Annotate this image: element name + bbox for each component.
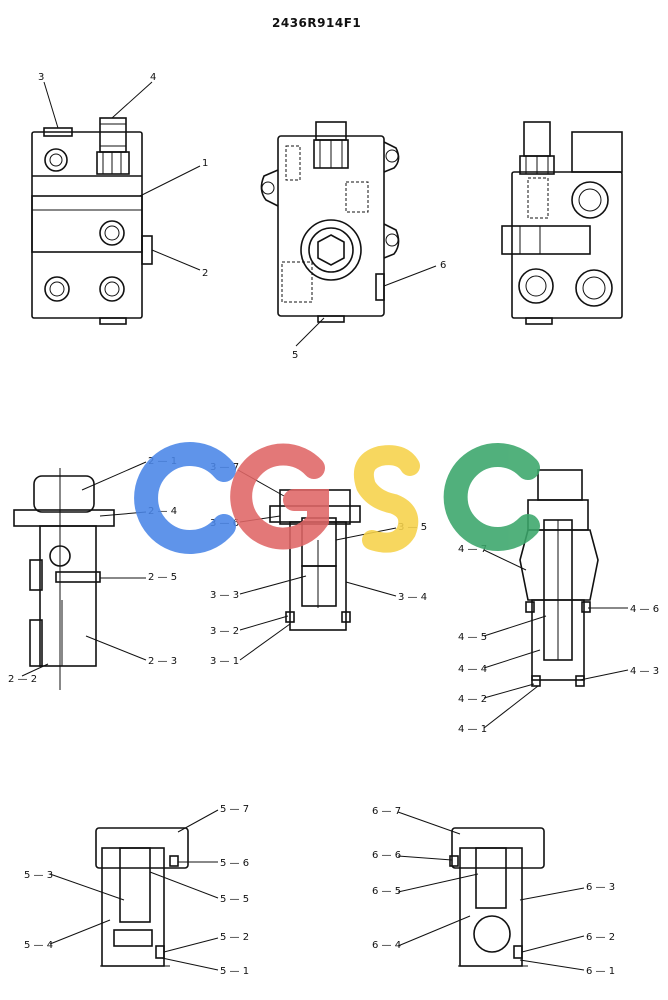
callout-5-2: 5 — 2 xyxy=(220,932,249,943)
valve-front-view xyxy=(31,117,153,325)
callout-6-5: 6 — 5 xyxy=(372,886,401,897)
callout-3-4: 3 — 4 xyxy=(398,592,427,603)
section-item-2 xyxy=(13,468,115,690)
callout-2-4: 2 — 4 xyxy=(148,506,177,517)
callout-4-4: 4 — 4 xyxy=(458,664,487,675)
callout-4: 4 xyxy=(150,72,156,83)
callout-4-6: 4 — 6 xyxy=(630,604,659,615)
callout-1: 1 xyxy=(202,158,208,169)
figure-id: 2436R914F1 xyxy=(272,16,361,30)
watermark-letter-g xyxy=(230,443,329,550)
callout-2-2: 2 — 2 xyxy=(8,674,37,685)
callout-3-3: 3 — 3 xyxy=(210,590,239,601)
valve-side-view xyxy=(501,121,623,325)
callout-6-7: 6 — 7 xyxy=(372,806,401,817)
callout-6-2: 6 — 2 xyxy=(586,932,615,943)
callout-3: 3 xyxy=(38,72,44,83)
callout-4-3: 4 — 3 xyxy=(630,666,659,677)
watermark-letter-c1 xyxy=(134,442,236,554)
valve-flange-view xyxy=(260,121,400,323)
callout-2-3: 2 — 3 xyxy=(148,656,177,667)
callout-5-6: 5 — 6 xyxy=(220,858,249,869)
watermark-letter-c2 xyxy=(443,443,540,551)
callout-4-7: 4 — 7 xyxy=(458,544,487,555)
callout-4-5: 4 — 5 xyxy=(458,632,487,643)
callout-5-1: 5 — 1 xyxy=(220,966,249,977)
watermark-letter-s xyxy=(353,445,420,553)
leader-lines xyxy=(21,81,629,971)
callout-5-7: 5 — 7 xyxy=(220,804,249,815)
callout-6-1: 6 — 1 xyxy=(586,966,615,977)
callout-6: 6 xyxy=(440,260,446,271)
section-item-5 xyxy=(95,827,189,967)
section-item-4 xyxy=(519,469,599,687)
callout-2: 2 xyxy=(202,268,208,279)
callout-6-3: 6 — 3 xyxy=(586,882,615,893)
callout-5-4: 5 — 4 xyxy=(24,940,53,951)
section-item-6 xyxy=(449,827,545,967)
callout-6-6: 6 — 6 xyxy=(372,850,401,861)
callout-2-5: 2 — 5 xyxy=(148,572,177,583)
callout-5-3: 5 — 3 xyxy=(24,870,53,881)
callout-5-5: 5 — 5 xyxy=(220,894,249,905)
callout-3-1: 3 — 1 xyxy=(210,656,239,667)
callout-6-4: 6 — 4 xyxy=(372,940,401,951)
callout-3-2: 3 — 2 xyxy=(210,626,239,637)
callout-4-1: 4 — 1 xyxy=(458,724,487,735)
callout-5: 5 xyxy=(292,350,298,361)
watermark xyxy=(134,442,540,554)
callout-4-2: 4 — 2 xyxy=(458,694,487,705)
callout-labels: 3 4 1 2 6 5 2 — 1 2 — 4 2 — 5 2 — 3 2 — … xyxy=(8,72,659,977)
